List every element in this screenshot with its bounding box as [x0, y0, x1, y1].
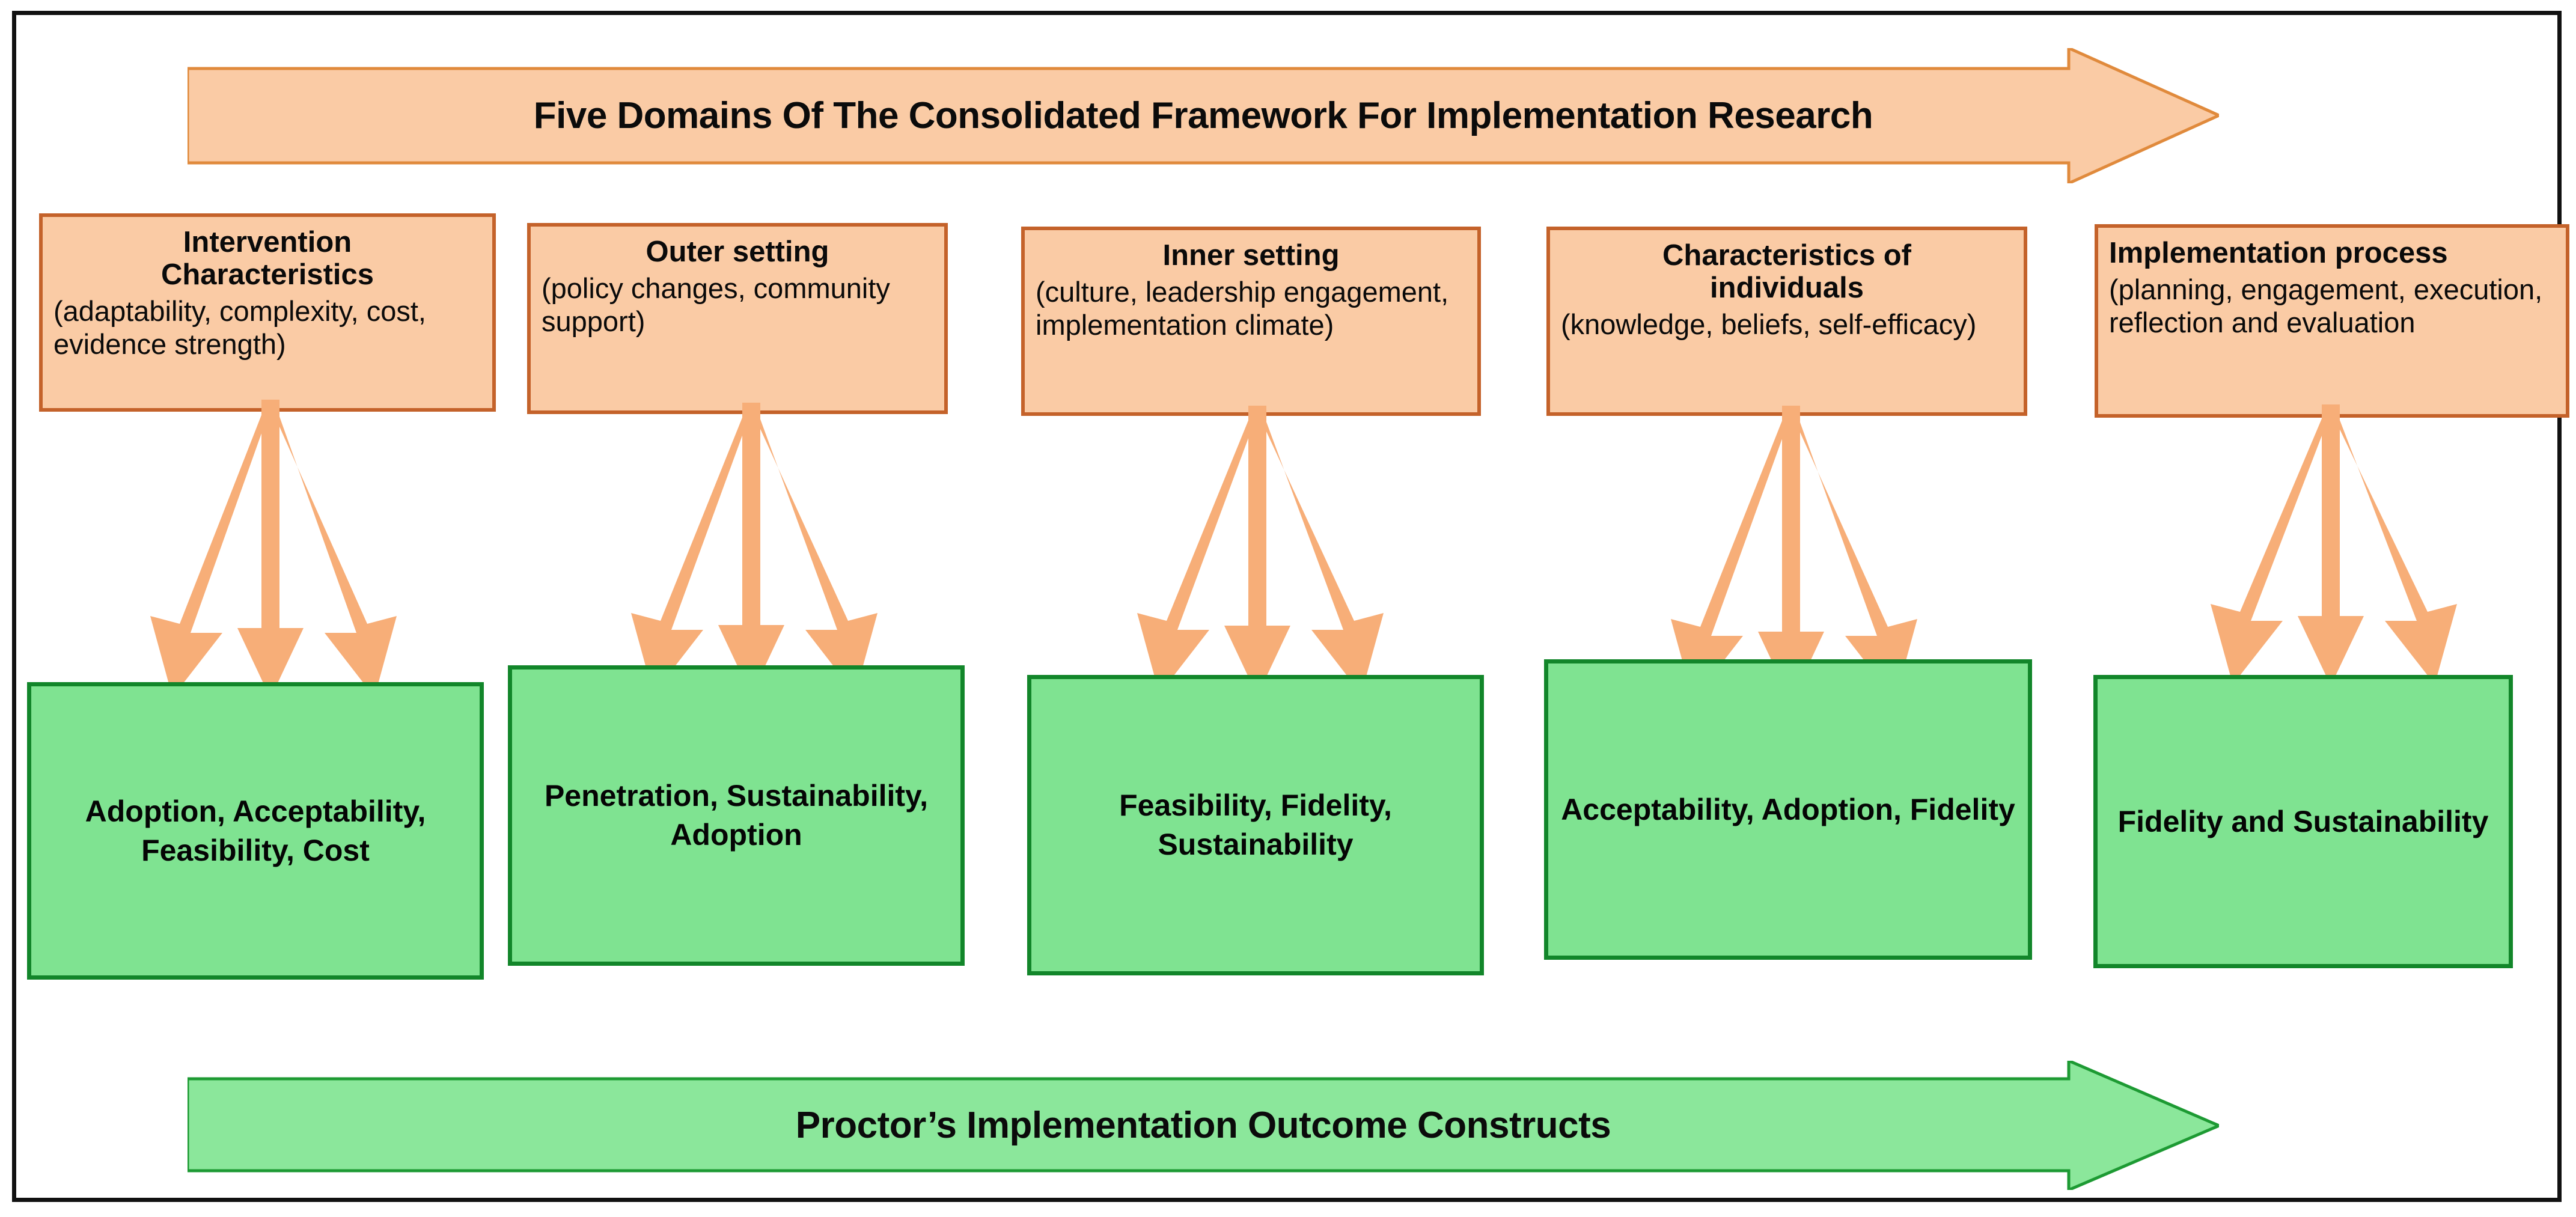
outcome-text-outer-setting: Penetration, Sustainability, Adoption [544, 779, 929, 852]
domain-box-intervention-characteristics[interactable]: Intervention Characteristics (adaptabili… [39, 213, 496, 412]
outcome-banner-arrow: Proctor’s Implementation Outcome Constru… [188, 1061, 2219, 1190]
down-arrow-right-icon [748, 403, 877, 694]
diagram-outer-frame: Five Domains Of The Consolidated Framewo… [12, 11, 2569, 1202]
outcome-text-implementation-process: Fidelity and Sustainability [2117, 804, 2489, 838]
right-arrow-banner-icon [188, 48, 2219, 183]
outcome-text-inner-setting: Feasibility, Fidelity, Sustainability [1119, 788, 1392, 861]
down-arrow-right-icon [2328, 404, 2457, 685]
down-arrow-center-icon [1758, 406, 1824, 702]
down-arrow-left-icon [1137, 406, 1260, 694]
domain-detail-inner-setting: (culture, leadership engagement, impleme… [1036, 275, 1449, 341]
domain-box-implementation-process[interactable]: Implementation process (planning, engage… [2095, 224, 2569, 418]
arrow-fan-inner-setting [1099, 406, 1412, 697]
arrow-fan-outer-setting [593, 403, 906, 697]
outcome-box-characteristics-of-individuals[interactable]: Acceptability, Adoption, Fidelity [1544, 659, 2032, 960]
down-arrow-center-icon [718, 403, 784, 695]
domain-title-individuals-line2: individuals [1710, 271, 1864, 304]
domain-title-line1: Intervention [183, 226, 352, 258]
outcome-box-outer-setting[interactable]: Penetration, Sustainability, Adoption [508, 665, 965, 966]
down-arrow-left-icon [1671, 406, 1794, 700]
right-arrow-banner-icon [188, 1061, 2219, 1190]
domain-title-line2: Characteristics [160, 258, 374, 291]
arrow-fan-implementation-process [2173, 404, 2485, 687]
arrow-fan-intervention-characteristics [112, 400, 425, 700]
down-arrow-right-icon [1254, 406, 1384, 694]
domain-title-individuals-line1: Characteristics of [1662, 239, 1911, 272]
down-arrow-center-icon [2298, 404, 2364, 686]
domain-title-implementation-process: Implementation process [2109, 237, 2448, 269]
down-arrow-center-icon [237, 400, 304, 698]
down-arrow-group-icon [2211, 404, 2457, 686]
down-arrow-left-icon [2211, 404, 2334, 685]
down-arrow-right-icon [1788, 406, 1917, 700]
outcome-box-implementation-process[interactable]: Fidelity and Sustainability [2093, 675, 2513, 968]
domain-box-outer-setting[interactable]: Outer setting (policy changes, community… [527, 223, 948, 414]
domain-detail-implementation-process: (planning, engagement, execution, reflec… [2109, 273, 2543, 338]
down-arrow-left-icon [150, 400, 273, 697]
title-banner-label: Five Domains Of The Consolidated Framewo… [533, 95, 1873, 136]
title-banner-arrow: Five Domains Of The Consolidated Framewo… [188, 48, 2219, 183]
outcome-text-intervention-characteristics: Adoption, Acceptability, Feasibility, Co… [85, 794, 426, 867]
outcome-box-inner-setting[interactable]: Feasibility, Fidelity, Sustainability [1027, 675, 1484, 975]
domain-title-inner-setting: Inner setting [1162, 239, 1340, 272]
domain-title-outer-setting: Outer setting [646, 236, 829, 268]
down-arrow-group-icon [1671, 406, 1917, 702]
down-arrow-right-icon [267, 400, 397, 697]
domain-detail-outer-setting: (policy changes, community support) [542, 272, 890, 337]
down-arrow-left-icon [631, 403, 754, 694]
outcome-banner-label: Proctor’s Implementation Outcome Constru… [795, 1105, 1611, 1146]
down-arrow-group-icon [1137, 406, 1384, 696]
down-arrow-group-icon [631, 403, 877, 695]
down-arrow-center-icon [1224, 406, 1290, 696]
down-arrow-group-icon [150, 400, 397, 698]
outcome-box-intervention-characteristics[interactable]: Adoption, Acceptability, Feasibility, Co… [27, 682, 484, 980]
arrow-fan-characteristics-of-individuals [1633, 406, 1946, 703]
domain-detail-intervention-characteristics: (adaptability, complexity, cost, evidenc… [53, 294, 426, 360]
domain-detail-characteristics-of-individuals: (knowledge, beliefs, self-efficacy) [1561, 308, 1977, 340]
outcome-text-characteristics-of-individuals: Acceptability, Adoption, Fidelity [1561, 792, 2015, 826]
domain-box-inner-setting[interactable]: Inner setting (culture, leadership engag… [1021, 227, 1481, 416]
domain-box-characteristics-of-individuals[interactable]: Characteristics of individuals (knowledg… [1546, 227, 2027, 416]
